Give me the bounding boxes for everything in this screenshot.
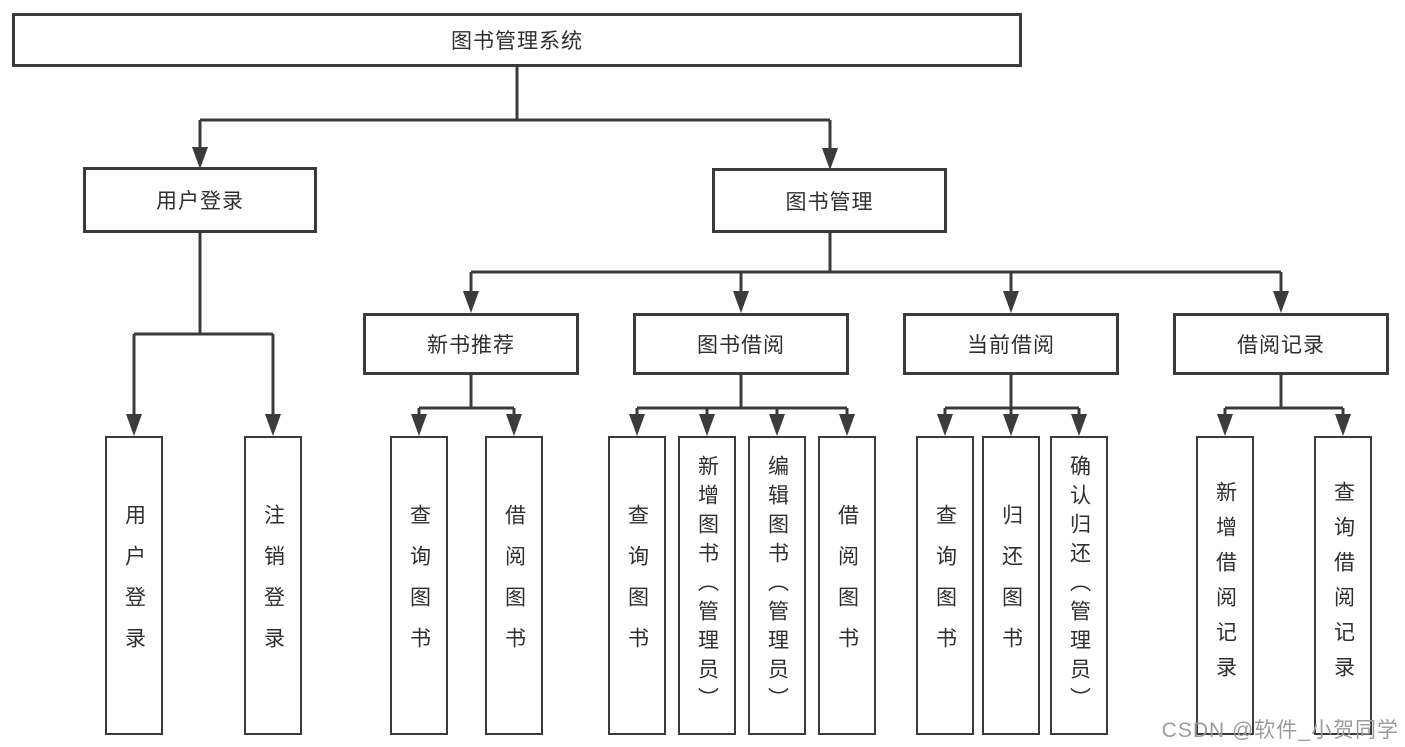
connector-book-management-children xyxy=(469,233,1283,293)
arrowhead xyxy=(265,414,281,436)
csdn-watermark: CSDN @软件_小贺同学 xyxy=(1161,719,1399,742)
leaf-borrow-query-book: 查询图书 xyxy=(608,436,666,735)
arrowhead xyxy=(192,147,208,169)
node-user-login: 用户登录 xyxy=(83,167,317,233)
arrowhead xyxy=(733,291,749,313)
leaf-label: 借阅图书 xyxy=(835,503,859,668)
leaf-borrow-add-book-admin: 新增图书（管理员） xyxy=(678,436,736,735)
leaf-label: 借阅图书 xyxy=(502,503,526,668)
connector-current-borrow-children xyxy=(943,375,1081,416)
leaf-records-query-record: 查询借阅记录 xyxy=(1314,436,1372,735)
arrowhead xyxy=(1335,414,1351,436)
leaf-newrec-query-book: 查询图书 xyxy=(390,436,448,735)
node-library-management-system: 图书管理系统 xyxy=(12,13,1022,67)
arrowhead xyxy=(839,414,855,436)
leaf-label: 编辑图书（管理员） xyxy=(765,455,789,716)
leaf-label: 注销登录 xyxy=(261,503,285,668)
arrowhead xyxy=(769,414,785,436)
node-label: 图书管理 xyxy=(785,190,874,214)
arrowhead xyxy=(699,414,715,436)
connector-new-book-recommend-children xyxy=(417,375,516,416)
leaf-user-login: 用户登录 xyxy=(105,436,163,735)
arrowhead xyxy=(1003,291,1019,313)
arrowhead xyxy=(506,414,522,436)
leaf-logout: 注销登录 xyxy=(244,436,302,735)
node-label: 新书推荐 xyxy=(427,334,515,357)
node-current-borrow: 当前借阅 xyxy=(903,313,1119,375)
arrowhead xyxy=(629,414,645,436)
leaf-label: 新增图书（管理员） xyxy=(695,455,719,716)
node-book-borrow: 图书借阅 xyxy=(633,313,849,375)
leaf-label: 查询图书 xyxy=(933,503,957,668)
leaf-label: 确认归还（管理员） xyxy=(1067,455,1091,716)
leaf-borrow-edit-book-admin: 编辑图书（管理员） xyxy=(748,436,806,735)
arrowhead xyxy=(937,414,953,436)
node-label: 用户登录 xyxy=(156,190,244,213)
arrowhead xyxy=(1273,291,1289,313)
connector-borrow-records-children xyxy=(1223,375,1345,416)
leaf-label: 查询图书 xyxy=(407,503,431,668)
leaf-label: 归还图书 xyxy=(999,503,1023,668)
leaf-current-confirm-return-admin: 确认归还（管理员） xyxy=(1050,436,1108,735)
arrowhead xyxy=(463,291,479,313)
node-label: 图书借阅 xyxy=(697,334,785,357)
arrowhead xyxy=(126,414,142,436)
node-new-book-recommend: 新书推荐 xyxy=(363,313,579,375)
leaf-borrow-borrow-book: 借阅图书 xyxy=(818,436,876,735)
arrowhead xyxy=(1217,414,1233,436)
arrowheads xyxy=(126,147,1351,436)
leaf-label: 查询图书 xyxy=(625,503,649,668)
leaf-label: 新增借阅记录 xyxy=(1213,480,1237,691)
leaf-newrec-borrow-book: 借阅图书 xyxy=(485,436,543,735)
node-book-management: 图书管理 xyxy=(712,168,947,233)
connector-user-login-children xyxy=(132,233,275,416)
leaf-label: 用户登录 xyxy=(122,503,146,668)
connector-book-borrow-children xyxy=(635,375,849,416)
leaf-current-query-book: 查询图书 xyxy=(916,436,974,735)
arrowhead xyxy=(822,148,838,170)
leaf-current-return-book: 归还图书 xyxy=(982,436,1040,735)
arrowhead xyxy=(1071,414,1087,436)
connector-root-to-level2 xyxy=(198,67,832,150)
arrowhead xyxy=(1003,414,1019,436)
node-label: 图书管理系统 xyxy=(451,30,583,53)
node-label: 当前借阅 xyxy=(967,334,1055,357)
node-label: 借阅记录 xyxy=(1237,334,1325,357)
node-borrow-records: 借阅记录 xyxy=(1173,313,1389,375)
leaf-label: 查询借阅记录 xyxy=(1331,480,1355,691)
arrowhead xyxy=(411,414,427,436)
leaf-records-add-record: 新增借阅记录 xyxy=(1196,436,1254,735)
